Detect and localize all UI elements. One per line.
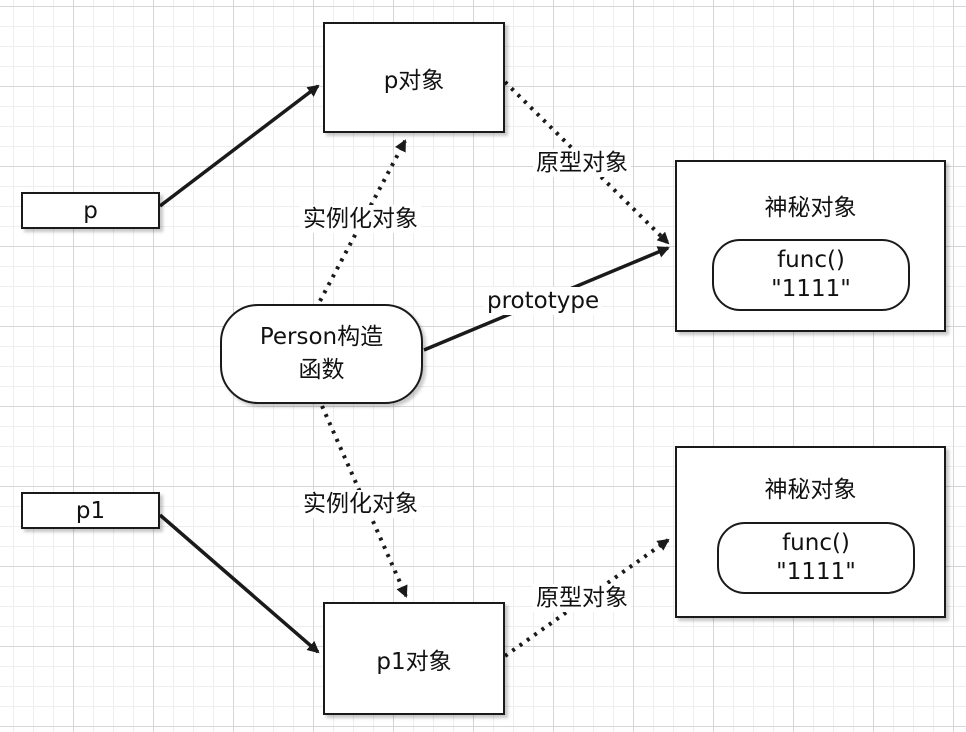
mystery-bottom-method: func() [782,530,850,556]
edge-label-prototype: prototype [484,287,603,315]
edge-label-instantiate-bottom: 实例化对象 [300,490,421,518]
mystery-object-bottom[interactable]: 神秘对象 func() "1111" [675,446,946,618]
constructor-label-line2: 函数 [298,357,345,383]
mystery-top-value: "1111" [771,276,851,302]
edge-p-object-to-mystery-top [503,80,670,245]
mystery-bottom-value: "1111" [776,559,856,585]
mystery-top-method: func() [777,247,845,273]
constructor-label-line1: Person构造 [259,324,384,350]
edge-label-instantiate-top: 实例化对象 [300,205,421,233]
p-object-label: p对象 [383,67,445,94]
p1-object-label: p1对象 [376,648,452,675]
mystery-bottom-method-pill[interactable]: func() "1111" [717,522,915,594]
mystery-object-top[interactable]: 神秘对象 func() "1111" [675,160,946,332]
p1-object-box[interactable]: p1对象 [323,602,505,715]
edge-label-proto-top: 原型对象 [533,149,631,177]
edge-p-to-p-object [158,84,320,208]
edge-constructor-to-p1-object [320,405,408,598]
p-variable-label: p [83,197,98,224]
p1-variable-label: p1 [75,497,106,524]
edge-p1-to-p1-object [158,513,320,654]
p1-variable-box[interactable]: p1 [21,492,160,529]
mystery-top-title: 神秘对象 [764,195,857,221]
edge-label-proto-bottom: 原型对象 [533,584,631,612]
person-constructor-node[interactable]: Person构造 函数 [220,304,423,404]
mystery-bottom-title: 神秘对象 [764,477,857,503]
mystery-top-method-pill[interactable]: func() "1111" [712,239,910,311]
p-variable-box[interactable]: p [21,192,160,229]
p-object-box[interactable]: p对象 [323,22,505,133]
